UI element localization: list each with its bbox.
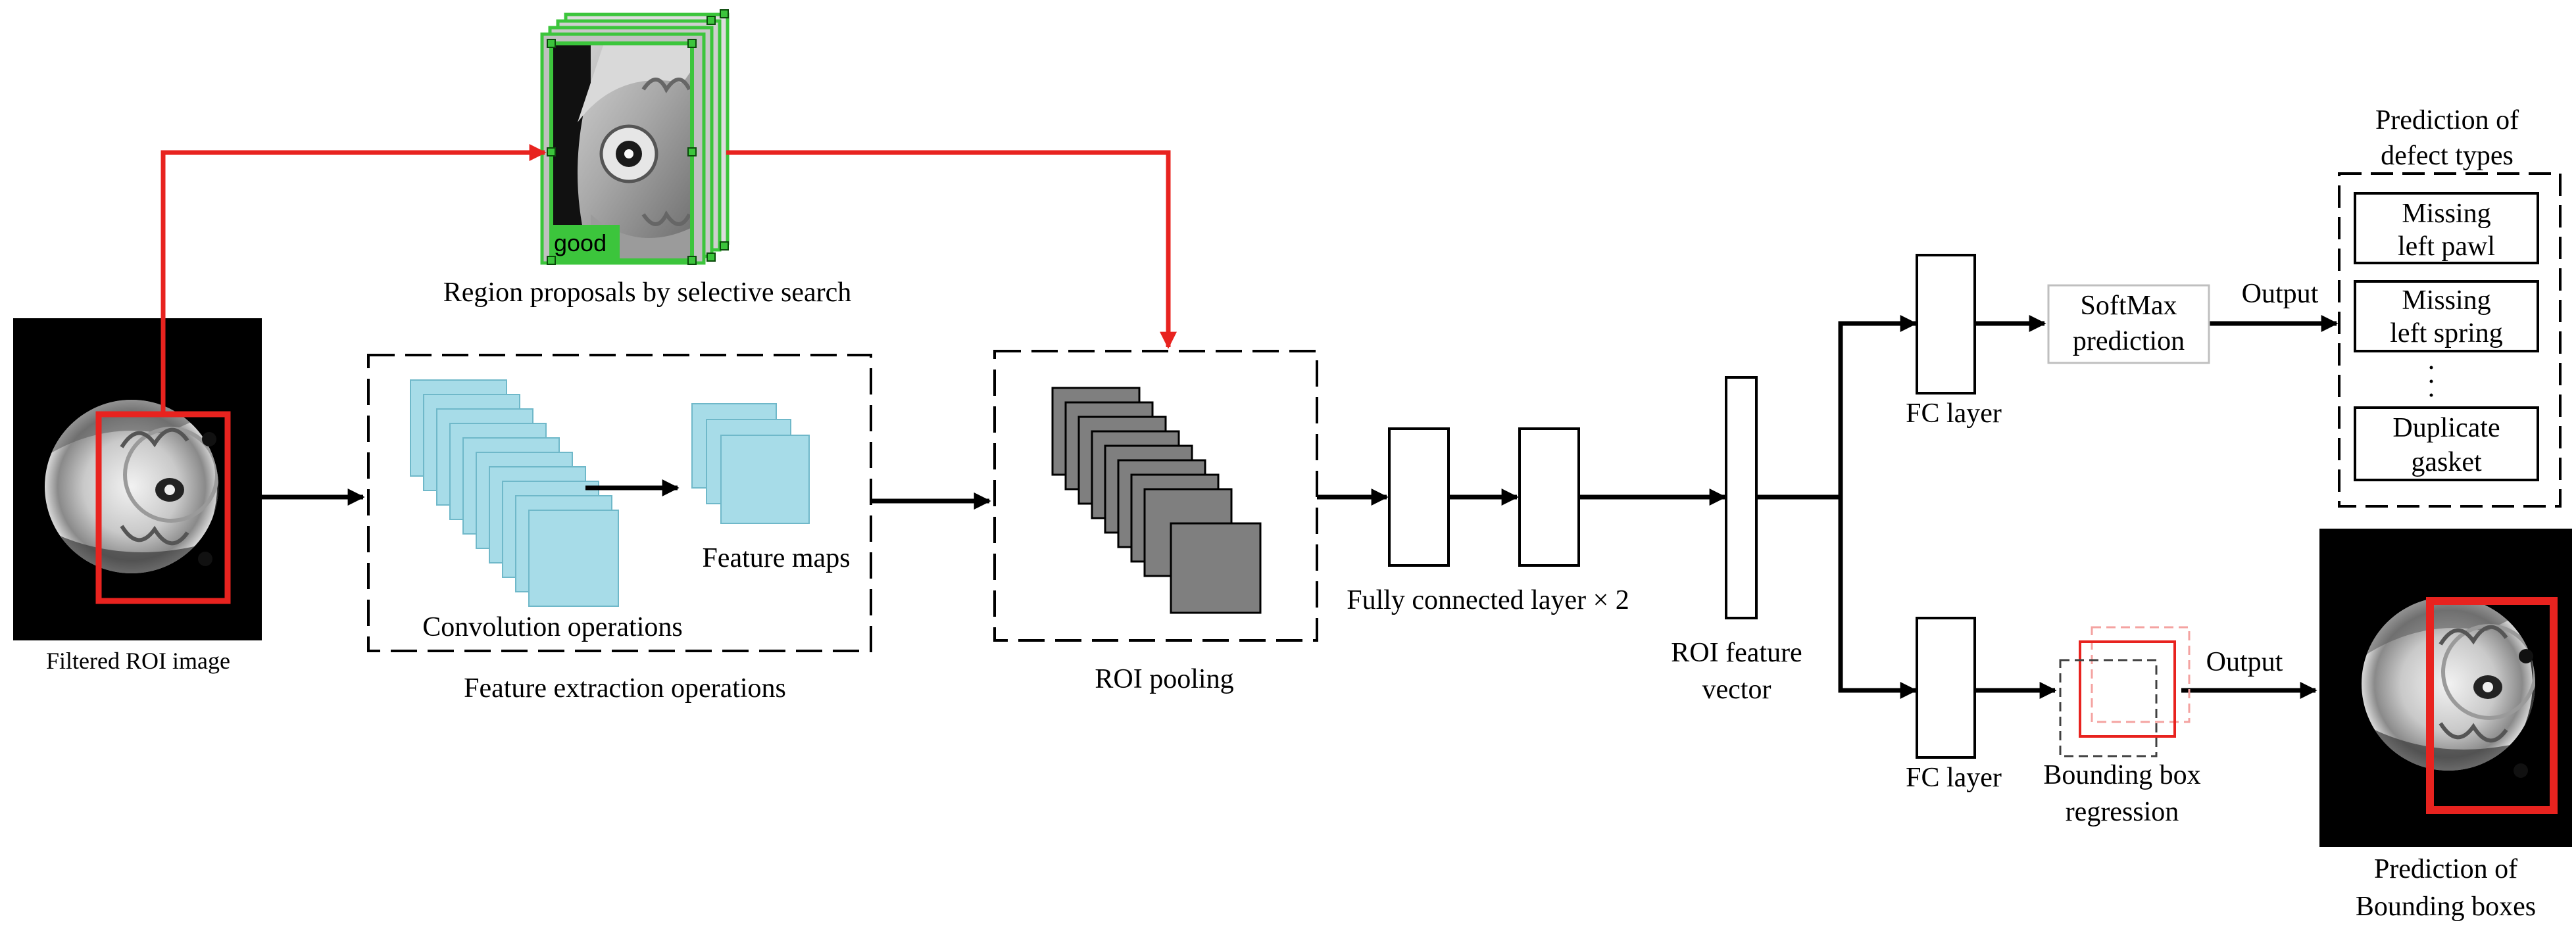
prediction-defect-label-2: defect types bbox=[2381, 141, 2514, 171]
filtered-roi-image bbox=[13, 318, 262, 640]
prediction-bbox-label-2: Bounding boxes bbox=[2356, 892, 2536, 922]
feature-maps-stack bbox=[691, 403, 810, 524]
convolution-stack bbox=[410, 379, 619, 607]
defect-type-item: Missing left pawl bbox=[2354, 192, 2539, 264]
svg-text:left spring: left spring bbox=[2390, 318, 2502, 348]
roi-pooling-label: ROI pooling bbox=[1095, 664, 1233, 694]
bbox-regression-label-1: Bounding box bbox=[2043, 760, 2200, 790]
svg-text:gasket: gasket bbox=[2411, 447, 2482, 477]
softmax-box bbox=[2047, 284, 2210, 364]
convolution-operations-label: Convolution operations bbox=[422, 612, 682, 642]
roi-feature-vector-label-2: vector bbox=[1702, 675, 1771, 705]
bbox-regression-icon bbox=[2059, 626, 2191, 757]
prediction-defect-label-1: Prediction of bbox=[2375, 105, 2519, 135]
output-bottom-label: Output bbox=[2206, 647, 2283, 677]
svg-text:Duplicate: Duplicate bbox=[2392, 413, 2500, 443]
svg-text:Missing: Missing bbox=[2402, 285, 2490, 316]
fc-layer-2 bbox=[1518, 427, 1580, 567]
predicted-bbox-image bbox=[2319, 529, 2572, 847]
fc-layer-bottom-label: FC layer bbox=[1906, 763, 2002, 793]
red-arrows bbox=[161, 144, 1177, 416]
softmax-label-1: SoftMax bbox=[2081, 291, 2177, 321]
prediction-bbox-label-1: Prediction of bbox=[2374, 854, 2517, 884]
black-arrows bbox=[262, 315, 2339, 699]
fully-connected-label: Fully connected layer × 2 bbox=[1347, 585, 1629, 615]
region-proposals-stack: good bbox=[540, 9, 730, 265]
fc-layer-top bbox=[1916, 254, 1976, 395]
good-tag: good bbox=[554, 229, 607, 256]
filtered-roi-image-label: Filtered ROI image bbox=[46, 648, 230, 674]
fc-layer-1 bbox=[1388, 427, 1450, 567]
defect-type-item: Duplicate gasket bbox=[2354, 406, 2539, 481]
feature-extraction-label: Feature extraction operations bbox=[464, 673, 786, 704]
feature-maps-label: Feature maps bbox=[702, 543, 850, 573]
defect-types-ellipsis: . . . bbox=[2423, 364, 2454, 399]
roi-pooling-stack bbox=[1051, 387, 1262, 614]
region-proposals-label: Region proposals by selective search bbox=[443, 277, 851, 308]
roi-feature-vector-label-1: ROI feature bbox=[1671, 638, 1802, 668]
svg-text:left pawl: left pawl bbox=[2398, 231, 2495, 262]
defect-type-item: Missing left spring bbox=[2354, 280, 2539, 352]
roi-feature-vector bbox=[1725, 376, 1758, 619]
fc-layer-top-label: FC layer bbox=[1906, 398, 2002, 429]
softmax-label-2: prediction bbox=[2073, 326, 2185, 356]
output-top-label: Output bbox=[2242, 279, 2319, 309]
bbox-regression-label-2: regression bbox=[2066, 797, 2179, 827]
svg-text:Missing: Missing bbox=[2402, 199, 2490, 229]
fc-layer-bottom bbox=[1916, 617, 1976, 759]
defect-types-box bbox=[2338, 172, 2562, 508]
roi-pooling-box bbox=[993, 350, 1318, 642]
